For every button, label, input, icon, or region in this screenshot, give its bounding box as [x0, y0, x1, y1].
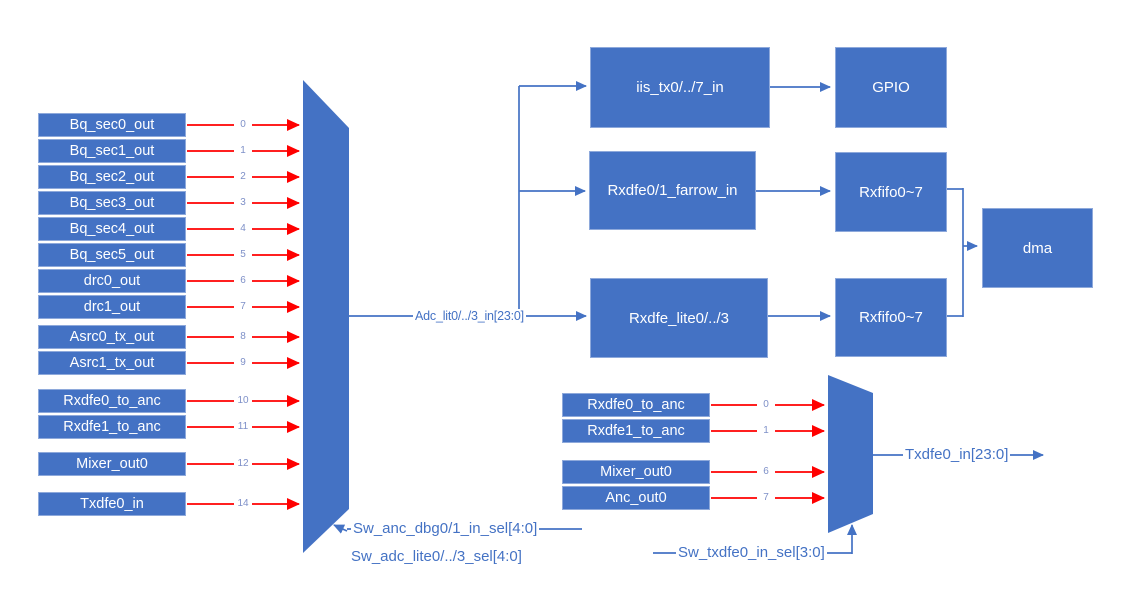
block-label: Rxfifo0~7	[859, 309, 923, 326]
port-number: 2	[234, 170, 252, 183]
block-label: Rxdfe_lite0/../3	[628, 309, 730, 327]
txdfe-bus-label: Txdfe0_in[23:0]	[903, 446, 1011, 464]
left-input-mux	[303, 80, 349, 553]
block-label: Bq_sec0_out	[69, 117, 155, 133]
block-rxdfe-farrow: Rxdfe0/1_farrow_in	[589, 151, 756, 230]
port-number: 7	[234, 300, 252, 313]
port-number: 10	[234, 394, 252, 407]
port-number: 14	[234, 497, 252, 510]
block-drc1-out: drc1_out	[38, 295, 186, 319]
port-number: 7	[757, 491, 775, 504]
block-label: GPIO	[872, 79, 910, 96]
block-rxdfe1-to-anc: Rxdfe1_to_anc	[38, 415, 186, 439]
port-number: 1	[757, 424, 775, 437]
block-label: Bq_sec5_out	[69, 247, 155, 263]
adc-bus-label: Adc_lit0/../3_in[23:0]	[413, 309, 526, 324]
block-label: Mixer_out0	[76, 456, 148, 472]
port-number: 3	[234, 196, 252, 209]
block-rxfifo-bottom: Rxfifo0~7	[835, 278, 947, 357]
txdfe-select-label: Sw_txdfe0_in_sel[3:0]	[676, 544, 827, 562]
block-label: Bq_sec3_out	[69, 195, 155, 211]
port-number: 5	[234, 248, 252, 261]
block-mixer-out0-2: Mixer_out0	[562, 460, 710, 484]
block-bq-sec5-out: Bq_sec5_out	[38, 243, 186, 267]
adc-select-label: Sw_adc_lite0/../3_sel[4:0]	[351, 548, 522, 565]
port-number: 4	[234, 222, 252, 235]
port-number: 1	[234, 144, 252, 157]
port-number: 12	[234, 457, 252, 470]
block-label: dma	[1022, 239, 1053, 257]
block-asrc1-tx-out: Asrc1_tx_out	[38, 351, 186, 375]
port-number: 8	[234, 330, 252, 343]
anc-select-label: Sw_anc_dbg0/1_in_sel[4:0]	[351, 520, 540, 538]
port-number: 0	[234, 118, 252, 131]
port-number: 6	[234, 274, 252, 287]
block-label: Asrc1_tx_out	[69, 355, 155, 371]
block-bq-sec4-out: Bq_sec4_out	[38, 217, 186, 241]
block-drc0-out: drc0_out	[38, 269, 186, 293]
right-mux-input-arrows	[711, 399, 825, 504]
block-label: Rxdfe1_to_anc	[587, 423, 685, 439]
block-label: drc1_out	[83, 299, 141, 315]
block-anc-out0: Anc_out0	[562, 486, 710, 510]
block-txdfe0-in: Txdfe0_in	[38, 492, 186, 516]
block-asrc0-tx-out: Asrc0_tx_out	[38, 325, 186, 349]
block-label: Rxdfe0/1_farrow_in	[607, 182, 738, 199]
block-dma: dma	[982, 208, 1093, 288]
block-label: Rxdfe0_to_anc	[587, 397, 685, 413]
port-number: 0	[757, 398, 775, 411]
block-mixer-out0: Mixer_out0	[38, 452, 186, 476]
port-number: 11	[234, 420, 252, 433]
port-number: 6	[757, 465, 775, 478]
block-label: Asrc0_tx_out	[69, 329, 155, 345]
block-rxdfe0-to-anc-2: Rxdfe0_to_anc	[562, 393, 710, 417]
block-label: Rxdfe1_to_anc	[63, 419, 161, 435]
block-label: Mixer_out0	[600, 464, 672, 480]
block-label: Bq_sec4_out	[69, 221, 155, 237]
block-rxfifo-top: Rxfifo0~7	[835, 152, 947, 232]
block-label: drc0_out	[83, 273, 141, 289]
block-bq-sec2-out: Bq_sec2_out	[38, 165, 186, 189]
block-rxdfe1-to-anc-2: Rxdfe1_to_anc	[562, 419, 710, 443]
block-label: Txdfe0_in	[80, 496, 144, 512]
block-label: Rxdfe0_to_anc	[63, 393, 161, 409]
block-rxdfe-lite: Rxdfe_lite0/../3	[590, 278, 768, 358]
block-label: iis_tx0/../7_in	[636, 79, 724, 96]
block-rxdfe0-to-anc: Rxdfe0_to_anc	[38, 389, 186, 413]
block-bq-sec0-out: Bq_sec0_out	[38, 113, 186, 137]
block-iis-tx: iis_tx0/../7_in	[590, 47, 770, 128]
block-label: Rxfifo0~7	[859, 183, 923, 201]
port-number: 9	[234, 356, 252, 369]
block-bq-sec1-out: Bq_sec1_out	[38, 139, 186, 163]
block-label: Bq_sec1_out	[69, 143, 155, 159]
block-gpio: GPIO	[835, 47, 947, 128]
block-label: Anc_out0	[605, 490, 667, 506]
block-label: Bq_sec2_out	[69, 169, 155, 185]
txdfe-input-mux	[828, 375, 873, 533]
block-bq-sec3-out: Bq_sec3_out	[38, 191, 186, 215]
